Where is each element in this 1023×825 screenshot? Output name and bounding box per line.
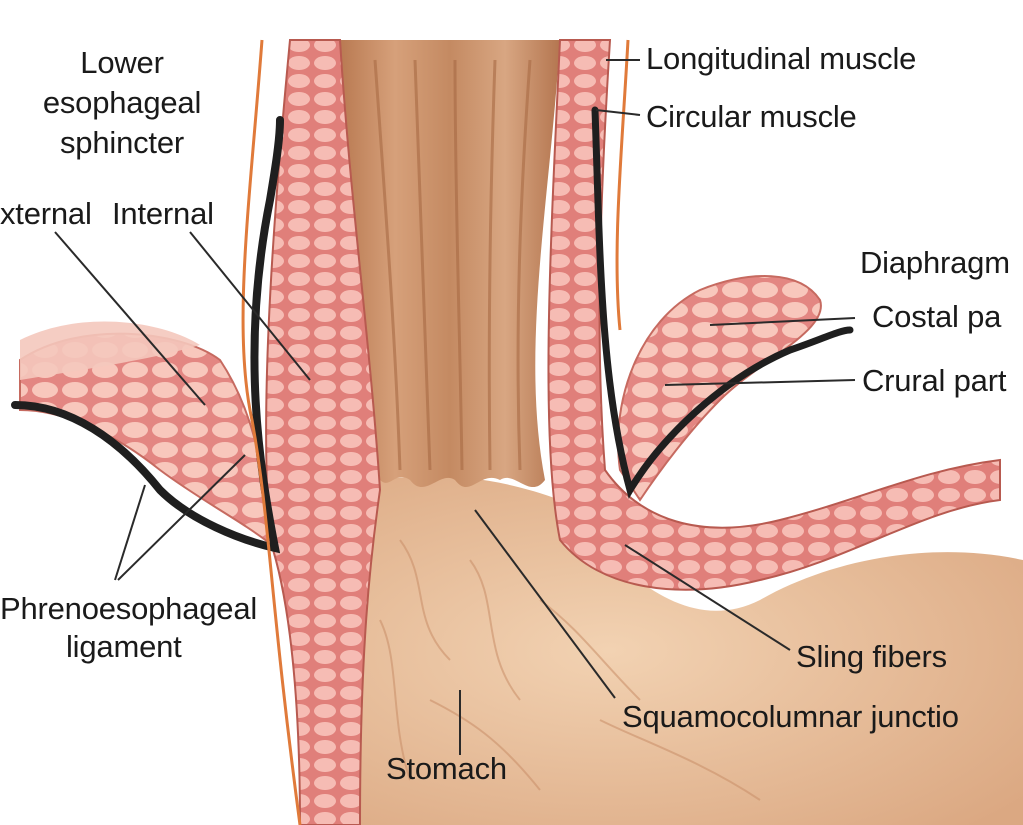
label-stomach: Stomach bbox=[386, 751, 507, 786]
stomach-wall bbox=[270, 476, 1023, 825]
esophagus-folds bbox=[373, 59, 532, 471]
label-diaphragm: Diaphragm bbox=[860, 245, 1010, 280]
stomach-rugae bbox=[379, 539, 761, 801]
label-crural-part: Crural part bbox=[862, 363, 1007, 398]
label-longitudinal-muscle: Longitudinal muscle bbox=[646, 41, 917, 76]
label-circular-muscle: Circular muscle bbox=[646, 99, 857, 134]
label-les-line1: Lower bbox=[80, 45, 164, 80]
label-sling-fibers: Sling fibers bbox=[796, 639, 947, 674]
label-les-line2: esophageal bbox=[42, 85, 202, 120]
label-les-line3: sphincter bbox=[60, 125, 184, 160]
right-orange-edge bbox=[615, 39, 630, 331]
right-esophageal-wall bbox=[547, 39, 1001, 591]
label-costal-part: Costal pa bbox=[872, 299, 1002, 334]
label-external: xternal bbox=[0, 196, 92, 231]
label-squamocolumnar-junction: Squamocolumnar junctio bbox=[622, 699, 959, 734]
label-phreno-line1: Phrenoesophageal bbox=[0, 591, 258, 626]
left-diaphragm-light bbox=[20, 321, 200, 380]
left-ligament-outline bbox=[11, 116, 284, 554]
right-ligament-outline bbox=[591, 106, 854, 499]
label-internal: Internal bbox=[112, 196, 214, 231]
leader-lines bbox=[54, 59, 856, 755]
left-orange-edge bbox=[241, 39, 302, 825]
label-phreno-line2: ligament bbox=[66, 629, 182, 664]
